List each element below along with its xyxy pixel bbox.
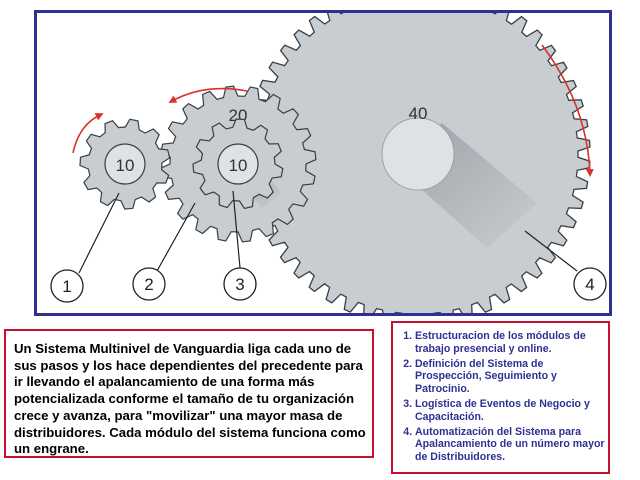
- gear-4-hub: [381, 117, 455, 191]
- callout-2-label: 2: [144, 275, 153, 294]
- callout-1-label: 1: [62, 277, 71, 296]
- modules-list: Estructuracion de los módulos de trabajo…: [397, 330, 606, 464]
- callout-3-label: 3: [235, 275, 244, 294]
- gear-4: 40: [245, 13, 591, 313]
- gear-3: 10: [192, 118, 284, 210]
- module-item: Logística de Eventos de Negocio y Capaci…: [415, 398, 606, 424]
- module-item: Automatización del Sistema para Apalanca…: [415, 426, 606, 464]
- gear-1-label: 10: [116, 156, 135, 175]
- gear-1: 10: [79, 118, 171, 210]
- callout-4: 4: [573, 267, 607, 301]
- module-item: Definición del Sistema de Prospección, S…: [415, 358, 606, 396]
- gear-1-hub: [104, 143, 146, 185]
- gear-diagram-canvas: 40 20 10 10 1: [50, 13, 607, 313]
- callout-1: 1: [50, 269, 84, 303]
- callout-3-leader: [232, 190, 241, 269]
- callout-1-leader: [78, 192, 120, 274]
- description-text: Un Sistema Multinivel de Vanguardia liga…: [14, 341, 366, 457]
- callout-2: 2: [132, 267, 166, 301]
- modules-list-box: Estructuracion de los módulos de trabajo…: [391, 321, 610, 474]
- gear-3-hub: [217, 143, 259, 185]
- callout-3: 3: [223, 267, 257, 301]
- rotation-arrow-gear-1: [72, 113, 104, 154]
- callout-4-label: 4: [585, 275, 594, 294]
- gear-3-label: 10: [229, 156, 248, 175]
- description-box: Un Sistema Multinivel de Vanguardia liga…: [4, 329, 374, 458]
- callout-2-leader: [156, 202, 196, 272]
- gear-4-label: 40: [409, 104, 428, 123]
- callout-4-leader: [524, 230, 578, 272]
- gear-diagram: 40 20 10 10 1: [34, 10, 612, 316]
- rotation-arrow-gear-2: [168, 87, 248, 103]
- module-item: Estructuracion de los módulos de trabajo…: [415, 330, 606, 356]
- rotation-arrow-gear-4: [541, 44, 594, 177]
